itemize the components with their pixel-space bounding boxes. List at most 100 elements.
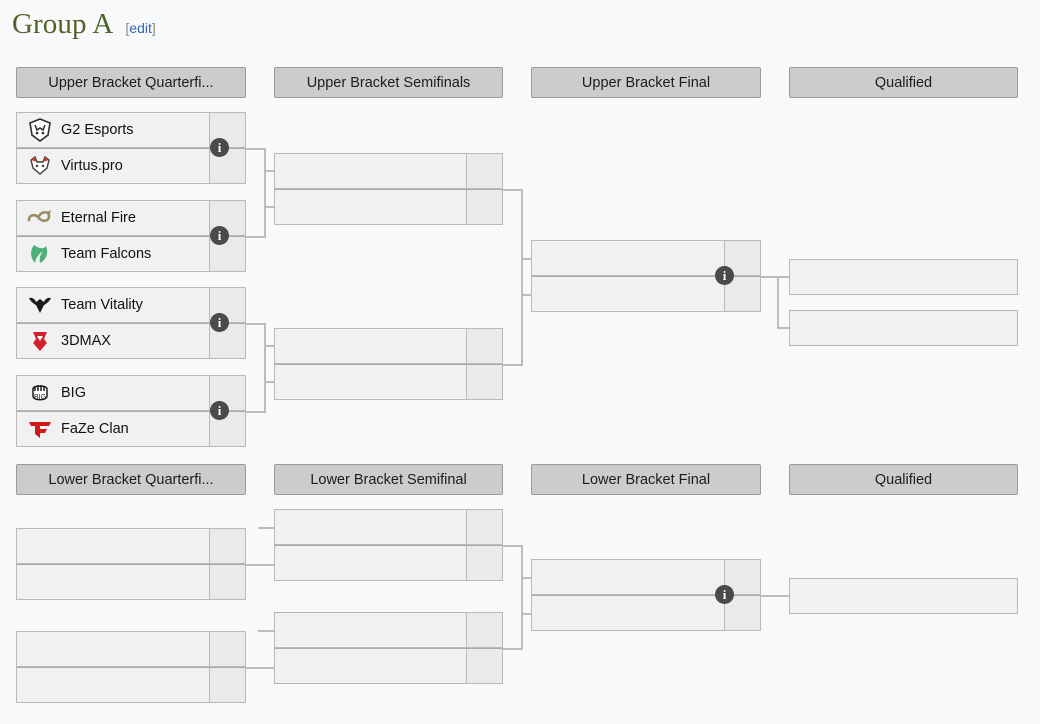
match-lower-final[interactable]: i [531,559,761,631]
match-upper-sf-1[interactable] [274,153,503,225]
match-row[interactable]: FaZe Clan [16,411,246,447]
match-lower-sf-1[interactable] [274,509,503,581]
team-score [466,329,502,363]
match-row[interactable]: 3DMAX [16,323,246,359]
match-lower-sf-2[interactable] [274,612,503,684]
match-row[interactable] [789,310,1018,346]
team-score [466,649,502,683]
match-row[interactable] [16,528,246,564]
edit-link-wrapper: [edit] [125,20,155,36]
connector [246,564,276,566]
team-name: Virtus.pro [61,158,123,174]
team-score [209,632,245,666]
team-name: G2 Esports [61,122,134,138]
match-info-icon[interactable]: i [210,401,229,420]
big-logo: BIG [23,378,57,408]
match-row[interactable]: BIG BIG [16,375,246,411]
match-row[interactable]: Team Falcons [16,236,246,272]
match-info-icon[interactable]: i [210,226,229,245]
match-row[interactable] [16,631,246,667]
match-row[interactable] [274,153,503,189]
match-lower-qf-2[interactable] [16,631,246,703]
match-upper-sf-2[interactable] [274,328,503,400]
header-upper-qualified[interactable]: Qualified [789,67,1018,98]
team-entry [17,668,209,702]
page-header: Group A [edit] [12,8,156,41]
team-entry [275,365,466,399]
team-entry: BIG BIG [17,376,209,410]
match-row[interactable]: Team Vitality [16,287,246,323]
match-upper-final[interactable]: i [531,240,761,312]
connector [777,327,791,329]
match-row[interactable] [274,328,503,364]
slot-upper-qualified-1[interactable] [789,259,1018,295]
connector [264,148,266,238]
connector [258,630,276,632]
match-row[interactable] [16,564,246,600]
match-info-icon[interactable]: i [715,266,734,285]
team-entry: 3DMAX [17,324,209,358]
team-entry: FaZe Clan [17,412,209,446]
match-row[interactable] [789,578,1018,614]
connector [246,411,266,413]
team-name: Team Falcons [61,246,152,262]
team-entry [532,596,724,630]
match-row[interactable] [274,189,503,225]
match-row[interactable] [274,545,503,581]
match-row[interactable] [274,364,503,400]
team-entry: Eternal Fire [17,201,209,235]
match-row[interactable] [16,667,246,703]
team-name: Eternal Fire [61,210,136,226]
match-row[interactable] [274,648,503,684]
team-score [466,154,502,188]
team-entry [17,565,209,599]
header-lower-quarterfinals[interactable]: Lower Bracket Quarterfi... [16,464,246,495]
header-upper-quarterfinals[interactable]: Upper Bracket Quarterfi... [16,67,246,98]
team-score [466,365,502,399]
g2-logo [23,115,57,145]
connector [246,148,266,150]
match-info-icon[interactable]: i [210,138,229,157]
team-entry [790,260,1017,294]
match-row[interactable] [274,612,503,648]
team-score [209,565,245,599]
header-lower-semifinal[interactable]: Lower Bracket Semifinal [274,464,503,495]
faze-logo [23,414,57,444]
connector [264,323,266,413]
team-name: Team Vitality [61,297,143,313]
team-entry [275,510,466,544]
team-score [466,190,502,224]
team-entry [275,649,466,683]
3dmax-logo [23,326,57,356]
match-row[interactable] [789,259,1018,295]
header-upper-semifinals[interactable]: Upper Bracket Semifinals [274,67,503,98]
match-upper-qf-4[interactable]: BIG BIG FaZe Clan i [16,375,246,447]
virtuspro-logo [23,151,57,181]
connector [264,345,276,347]
bracket-open: [ [125,20,130,36]
team-entry [790,311,1017,345]
connector [521,189,523,366]
connector [258,527,276,529]
match-info-icon[interactable]: i [210,313,229,332]
connector [777,276,779,329]
match-row[interactable]: Virtus.pro [16,148,246,184]
team-score [209,668,245,702]
match-upper-qf-1[interactable]: G2 Esports Virtus.pro i [16,112,246,184]
match-lower-qf-1[interactable] [16,528,246,600]
match-upper-qf-3[interactable]: Team Vitality 3DMAX i [16,287,246,359]
connector [521,577,533,579]
header-upper-final[interactable]: Upper Bracket Final [531,67,761,98]
team-entry: G2 Esports [17,113,209,147]
connector [246,236,266,238]
match-upper-qf-2[interactable]: Eternal Fire Team Falcons i [16,200,246,272]
match-info-icon[interactable]: i [715,585,734,604]
match-row[interactable] [274,509,503,545]
connector [503,364,523,366]
slot-lower-qualified-1[interactable] [789,578,1018,614]
header-lower-final[interactable]: Lower Bracket Final [531,464,761,495]
header-lower-qualified[interactable]: Qualified [789,464,1018,495]
connector [521,258,533,260]
edit-link[interactable]: edit [129,20,152,36]
slot-upper-qualified-2[interactable] [789,310,1018,346]
